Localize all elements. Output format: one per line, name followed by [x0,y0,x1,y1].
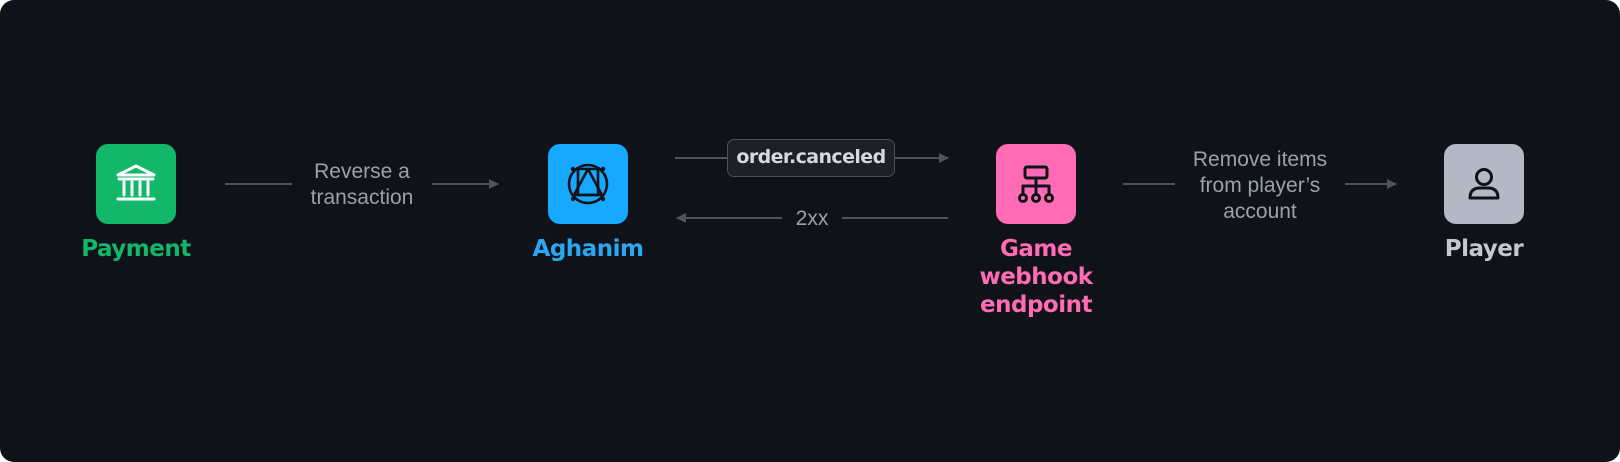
aghanim-label: Aghanim [532,236,644,262]
remove-items-label: Remove items from player’s account [1192,148,1328,223]
payment-label: Payment [81,236,191,262]
webhook-node [996,144,1076,224]
sitemap-icon [1018,165,1054,203]
payment-node [96,144,176,224]
order-canceled-event-pill: order.canceled [727,139,895,177]
aghanim-node [548,144,628,224]
player-label: Player [1444,236,1524,262]
bank-icon [116,164,156,201]
aghanim-logo-icon [567,163,609,205]
reverse-transaction-label: Reverse a transaction [310,160,414,209]
response-2xx-label: 2xx [795,207,829,230]
webhook-label: Game webhook endpoint [979,236,1093,318]
user-icon [1468,168,1500,200]
player-node [1444,144,1524,224]
